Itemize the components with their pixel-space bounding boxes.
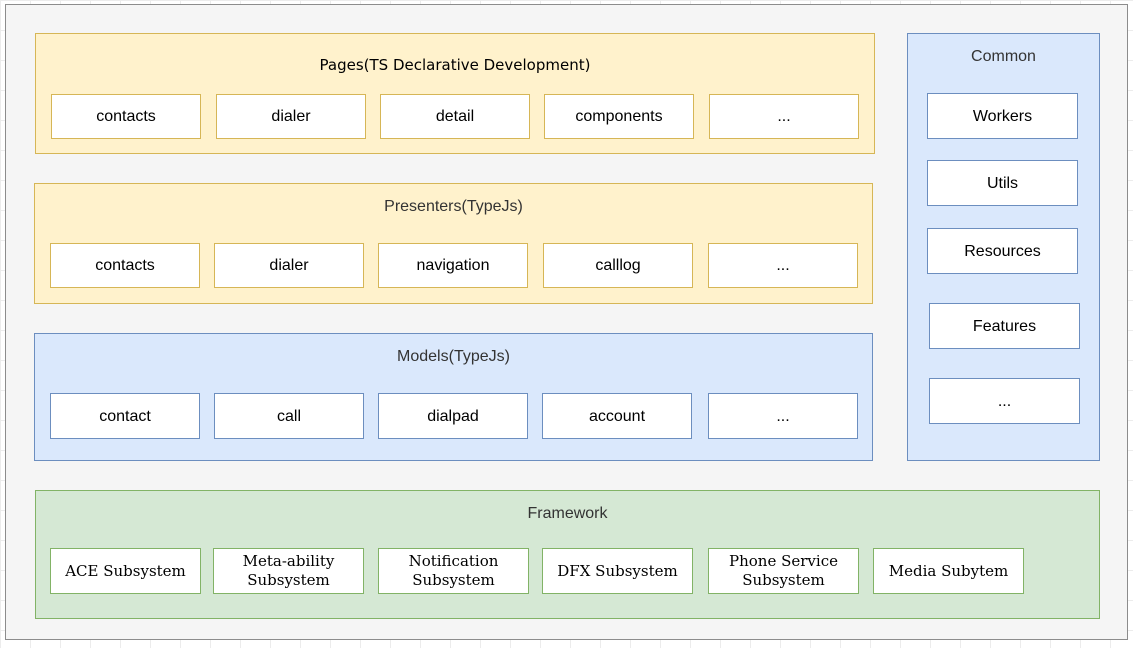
common-item-workers: Workers [927,93,1078,139]
framework-item-phone-service-subsystem: Phone Service Subsystem [708,548,859,594]
pages-item-detail: detail [380,94,530,139]
pages-item-more: ... [709,94,859,139]
presenters-item-dialer: dialer [214,243,364,288]
presenters-layer-title: Presenters(TypeJs) [384,198,523,215]
common-item-utils: Utils [927,160,1078,206]
pages-item-components: components [544,94,694,139]
models-item-dialpad: dialpad [378,393,528,439]
framework-item-meta-ability-subsystem: Meta-ability Subsystem [213,548,364,594]
models-layer-title: Models(TypeJs) [397,348,510,365]
models-item-contact: contact [50,393,200,439]
framework-item-dfx-subsystem: DFX Subsystem [542,548,693,594]
models-item-account: account [542,393,692,439]
framework-item-ace-subsystem: ACE Subsystem [50,548,201,594]
pages-layer-title: Pages(TS Declarative Development) [319,56,591,74]
pages-item-contacts: contacts [51,94,201,139]
models-item-call: call [214,393,364,439]
common-layer-title: Common [971,48,1036,65]
presenters-item-contacts: contacts [50,243,200,288]
common-item-features: Features [929,303,1080,349]
presenters-item-calllog: calllog [543,243,693,288]
common-item-resources: Resources [927,228,1078,274]
presenters-item-navigation: navigation [378,243,528,288]
framework-item-notification-subsystem: Notification Subsystem [378,548,529,594]
pages-item-dialer: dialer [216,94,366,139]
presenters-item-more: ... [708,243,858,288]
models-item-more: ... [708,393,858,439]
framework-layer-title: Framework [527,505,608,522]
common-item-more: ... [929,378,1080,424]
framework-item-media-subytem: Media Subytem [873,548,1024,594]
